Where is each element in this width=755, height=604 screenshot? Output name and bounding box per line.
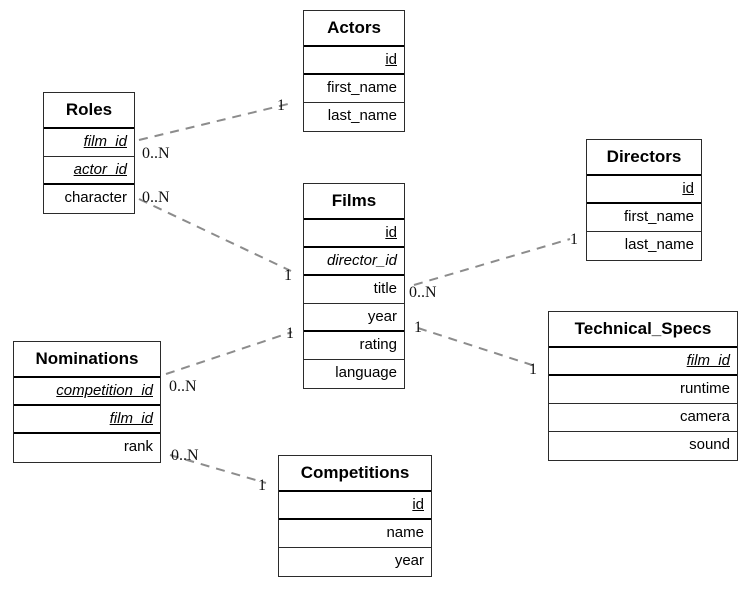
attribute-directors-id[interactable]: id <box>587 176 701 204</box>
entity-title-actors: Actors <box>304 11 404 47</box>
cardinality-roles-actors-to: 1 <box>277 97 285 114</box>
cardinality-films-technical_specs-to: 1 <box>529 361 537 378</box>
attribute-technical_specs-runtime[interactable]: runtime <box>549 376 737 404</box>
attribute-actors-last_name[interactable]: last_name <box>327 107 397 124</box>
entity-title-directors: Directors <box>587 140 701 176</box>
entity-title-roles: Roles <box>44 93 134 129</box>
attribute-nominations-film_id[interactable]: film_id <box>14 406 160 434</box>
attribute-directors-first_name[interactable]: first_name <box>587 204 701 232</box>
attribute-films-year[interactable]: year <box>304 304 404 332</box>
entity-title-competitions: Competitions <box>279 456 431 492</box>
attribute-technical_specs-camera[interactable]: camera <box>549 404 737 432</box>
cardinality-roles-films-from: 0..N <box>142 189 170 206</box>
attribute-roles-actor_id[interactable]: actor_id <box>44 157 134 185</box>
relationship-line-nominations-films <box>165 331 293 375</box>
relationship-line-films-technical_specs <box>417 327 536 367</box>
cardinality-films-technical_specs-from: 1 <box>414 319 422 336</box>
attribute-films-director_id[interactable]: director_id <box>304 248 404 276</box>
attribute-films-title[interactable]: title <box>304 276 404 304</box>
attribute-nominations-rank[interactable]: rank <box>123 438 153 455</box>
attribute-competitions-id[interactable]: id <box>279 492 431 520</box>
attribute-roles-character[interactable]: character <box>64 189 127 206</box>
cardinality-nominations-films-to: 1 <box>286 325 294 342</box>
relationship-line-films-directors <box>413 238 571 286</box>
cardinality-nominations-films-from: 0..N <box>169 378 197 395</box>
attribute-competitions-name[interactable]: name <box>279 520 431 548</box>
attribute-directors-last_name[interactable]: last_name <box>624 236 694 253</box>
attribute-actors-first_name[interactable]: first_name <box>304 75 404 103</box>
attribute-roles-film_id[interactable]: film_id <box>44 129 134 157</box>
cardinality-roles-films-to: 1 <box>284 267 292 284</box>
cardinality-nominations-competitions-from: 0..N <box>171 447 199 464</box>
cardinality-roles-actors-from: 0..N <box>142 145 170 162</box>
relationship-line-roles-films <box>138 198 292 272</box>
attribute-films-language[interactable]: language <box>335 364 397 381</box>
attribute-films-rating[interactable]: rating <box>304 332 404 360</box>
attribute-technical_specs-film_id[interactable]: film_id <box>549 348 737 376</box>
entity-title-nominations: Nominations <box>14 342 160 378</box>
attribute-nominations-competition_id[interactable]: competition_id <box>14 378 160 406</box>
entity-title-technical_specs: Technical_Specs <box>549 312 737 348</box>
attribute-competitions-year[interactable]: year <box>394 552 424 569</box>
cardinality-films-directors-to: 1 <box>570 231 578 248</box>
attribute-actors-id[interactable]: id <box>304 47 404 75</box>
relationship-line-roles-actors <box>138 103 289 141</box>
cardinality-films-directors-from: 0..N <box>409 284 437 301</box>
entity-title-films: Films <box>304 184 404 220</box>
cardinality-nominations-competitions-to: 1 <box>258 477 266 494</box>
attribute-technical_specs-sound[interactable]: sound <box>689 436 730 453</box>
attribute-films-id[interactable]: id <box>304 220 404 248</box>
